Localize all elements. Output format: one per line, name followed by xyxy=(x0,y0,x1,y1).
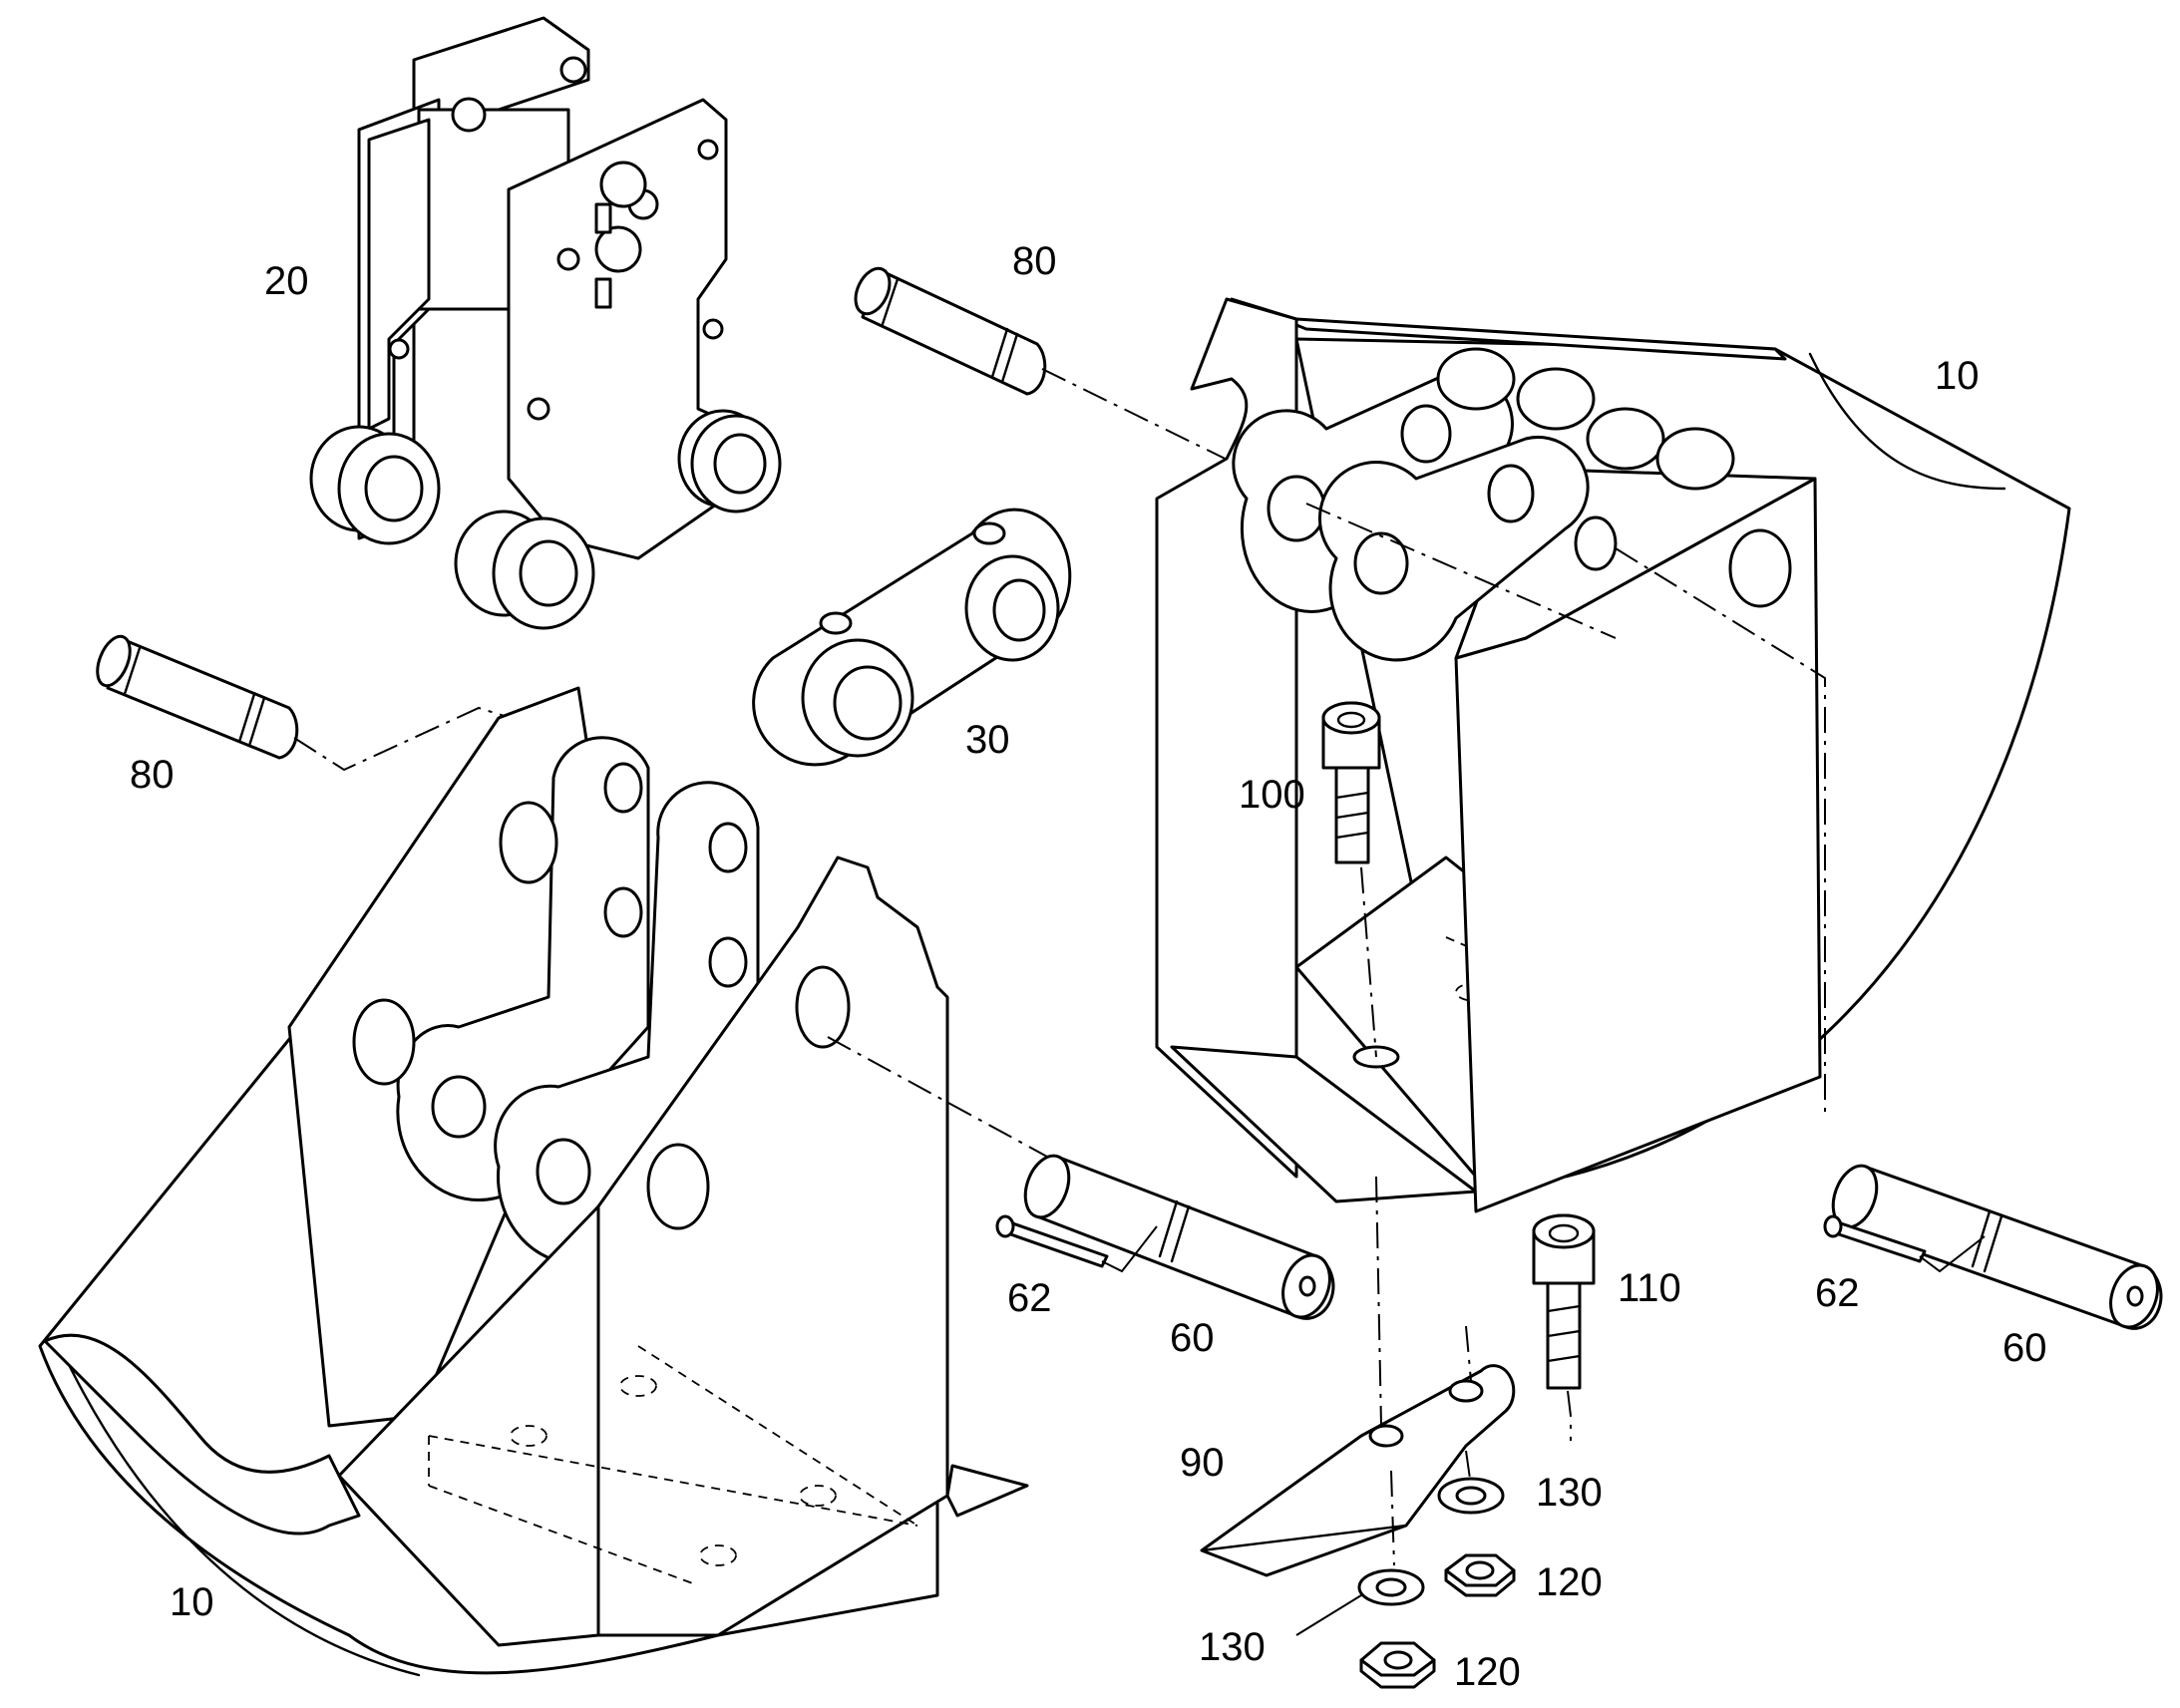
callout-30: 30 xyxy=(965,718,1010,762)
washer-lower-part xyxy=(1295,1568,1425,1636)
callout-80-left: 80 xyxy=(130,753,175,797)
washer-upper-part xyxy=(1437,1477,1505,1515)
bolt-110-part xyxy=(1532,1213,1596,1441)
callout-62-right: 62 xyxy=(1815,1271,1860,1315)
callout-90: 90 xyxy=(1180,1441,1225,1485)
callout-62-left: 62 xyxy=(1007,1276,1052,1320)
callout-120-lower: 120 xyxy=(1454,1650,1521,1694)
bucket-right-part xyxy=(1155,297,2071,1213)
callout-110: 110 xyxy=(1618,1266,1681,1310)
callout-20: 20 xyxy=(264,259,309,303)
callout-60-left: 60 xyxy=(1170,1316,1215,1360)
callout-10-left: 10 xyxy=(170,1580,214,1624)
tooth-part xyxy=(1200,1176,1516,1577)
nut-upper-part xyxy=(1444,1553,1516,1597)
cotter-left-part xyxy=(995,1214,1158,1273)
cotter-right-part xyxy=(1823,1214,1986,1273)
link-part xyxy=(752,508,1072,767)
callout-100: 100 xyxy=(1239,773,1305,817)
callout-80-top: 80 xyxy=(1012,239,1057,283)
callout-130-lower: 130 xyxy=(1199,1625,1266,1669)
bolt-100-part xyxy=(1321,701,1381,1058)
callout-120-upper: 120 xyxy=(1536,1560,1603,1604)
callout-labels: 20 80 10 80 30 100 110 62 60 62 60 90 130 120 130 120 10 xyxy=(130,239,2047,1694)
callout-130-upper: 130 xyxy=(1536,1471,1603,1515)
callout-60-right: 60 xyxy=(2002,1326,2047,1370)
bucket-left-part xyxy=(38,686,1048,1677)
callout-10-right: 10 xyxy=(1935,354,1980,398)
pin-left-lower-part xyxy=(1023,1154,1335,1320)
coupler-frame-part xyxy=(309,16,782,630)
nut-lower-part xyxy=(1359,1641,1436,1689)
